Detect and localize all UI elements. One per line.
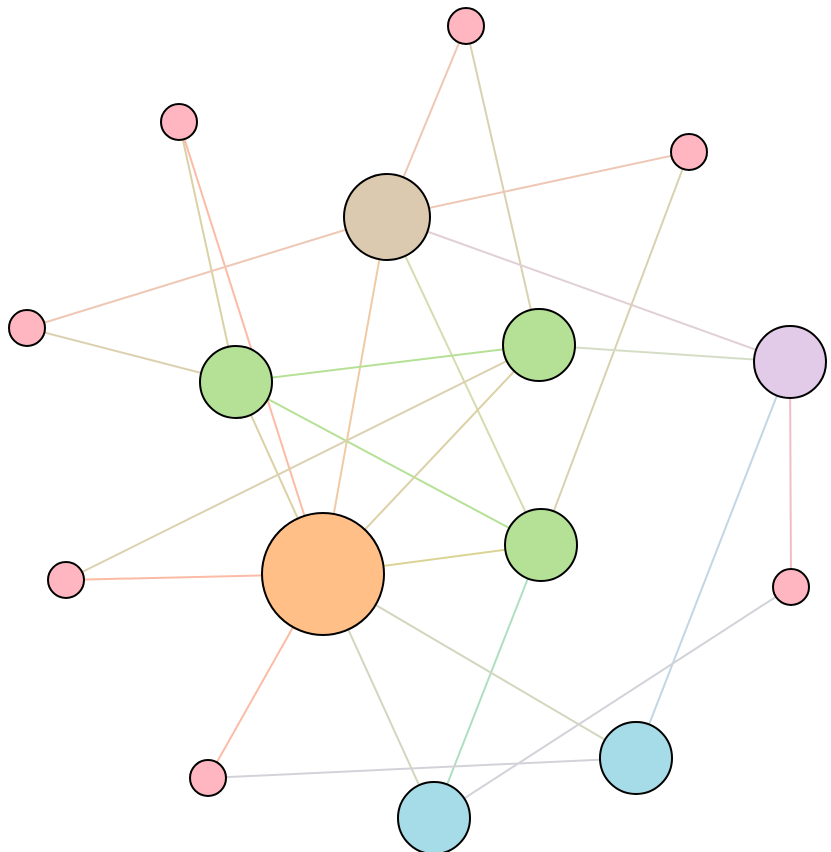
edge-n3-n9 [540, 151, 690, 546]
edge-n1-n6 [465, 25, 540, 346]
edge-n8-n6 [235, 344, 540, 383]
edge-n3-n4 [386, 151, 690, 218]
node-n2 [160, 103, 198, 141]
node-n4 [343, 173, 431, 261]
edge-n7-n13 [635, 361, 791, 759]
edge-n7-n12 [789, 361, 792, 588]
nodes-layer [8, 7, 827, 852]
edge-n4-n7 [386, 216, 791, 363]
node-n13 [599, 721, 673, 795]
edge-n2-n8 [178, 121, 237, 383]
node-n8 [199, 345, 273, 419]
node-n12 [772, 568, 810, 606]
edge-n4-n9 [386, 216, 542, 546]
edge-n12-n15 [433, 586, 792, 819]
node-n14 [189, 759, 227, 797]
node-n1 [447, 7, 485, 45]
node-n3 [670, 133, 708, 171]
edge-n5-n4 [26, 216, 388, 329]
node-n15 [397, 781, 471, 852]
edge-n2-n11 [178, 121, 324, 575]
node-n7 [753, 325, 827, 399]
edge-n6-n7 [538, 344, 791, 363]
node-n5 [8, 309, 46, 347]
node-n6 [502, 308, 576, 382]
node-n9 [504, 508, 578, 582]
edge-n9-n15 [433, 544, 542, 819]
edge-n6-n10 [65, 344, 540, 581]
node-n11 [261, 512, 385, 636]
edge-n8-n9 [235, 381, 542, 546]
edge-n14-n13 [207, 757, 637, 779]
node-n10 [47, 561, 85, 599]
